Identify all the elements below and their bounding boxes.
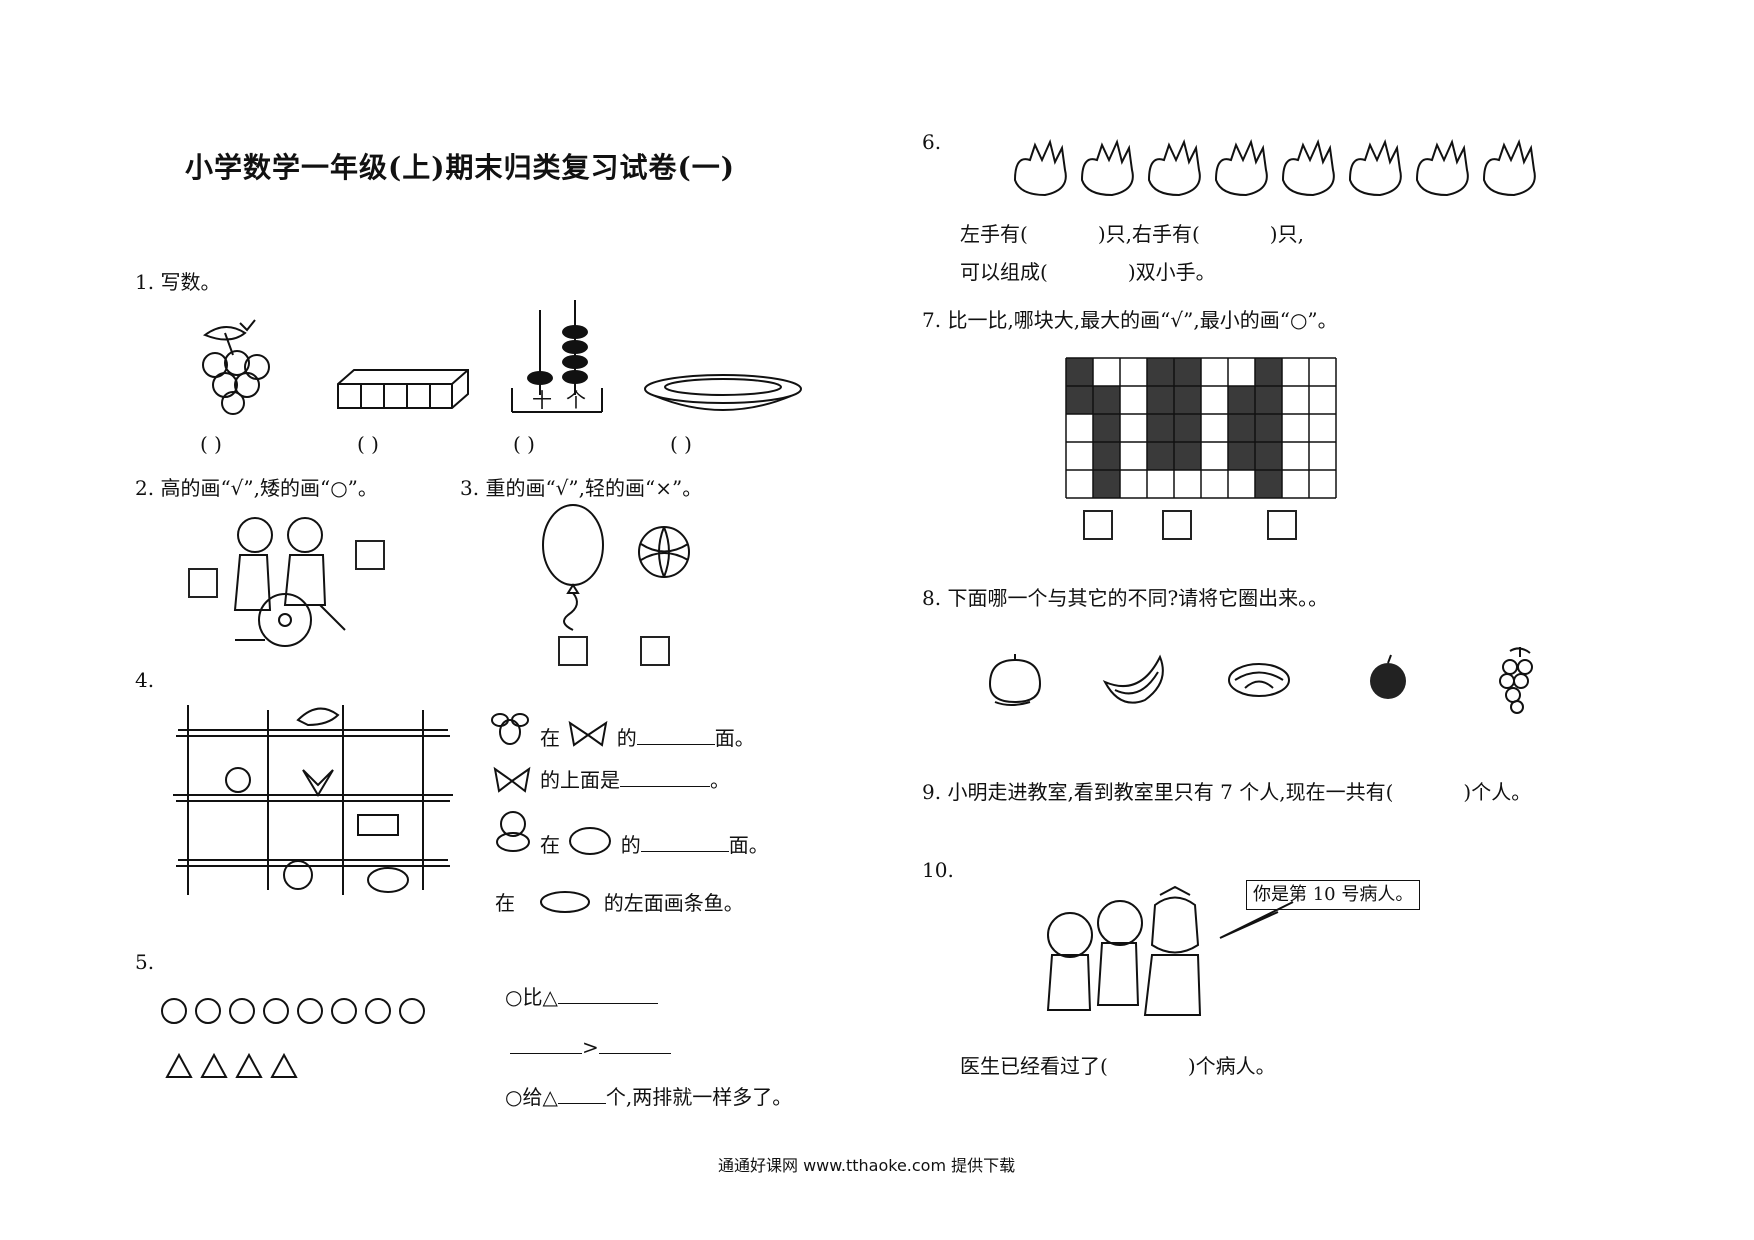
elephant-icon <box>569 827 612 855</box>
plate-illustration <box>644 374 802 411</box>
q10-answer-line: 医生已经看过了()个病人。 <box>960 1054 1276 1078</box>
dog-icon <box>496 811 530 852</box>
banana-icon <box>1102 654 1164 704</box>
q5-blank-3[interactable] <box>598 1035 671 1054</box>
q2-prompt: 2. 高的画“√”,矮的画“○”。 <box>135 476 378 500</box>
apple-icon <box>1370 654 1406 699</box>
q4-line3: 在 的面。 <box>540 820 769 857</box>
q3-box-balloon[interactable] <box>558 636 588 666</box>
q4-blank-2[interactable] <box>620 768 710 787</box>
peach-icon <box>988 654 1042 706</box>
grapes-icon <box>1499 647 1533 714</box>
q4-line4: 在 的左面画条鱼。 <box>495 880 744 915</box>
page-title: 小学数学一年级(上)期末归类复习试卷(一) <box>185 151 735 184</box>
q6-number: 6. <box>922 130 942 154</box>
grapes-illustration <box>202 319 270 415</box>
hands-illustration <box>1013 138 1536 197</box>
q7-prompt: 7. 比一比,哪块大,最大的画“√”,最小的画“○”。 <box>922 308 1338 332</box>
q8-prompt: 8. 下面哪一个与其它的不同?请将它圈出来。。 <box>922 586 1329 610</box>
page-footer: 通通好课网 www.tthaoke.com 提供下载 <box>718 1156 1016 1175</box>
abacus-illustration <box>511 300 603 413</box>
q4-number: 4. <box>135 668 155 692</box>
circles-row <box>161 998 425 1024</box>
q5-blank-4[interactable] <box>557 1085 606 1104</box>
q6-line2: 可以组成()双小手。 <box>960 260 1216 284</box>
cabbage-icon <box>1228 663 1290 697</box>
q2-box-right[interactable] <box>355 540 385 570</box>
q4-line1: 在 的面。 <box>540 717 755 750</box>
q3-prompt: 3. 重的画“√”,轻的画“×”。 <box>460 476 703 500</box>
abacus-tens-label: 十 <box>532 388 552 412</box>
q7-box-3[interactable] <box>1267 510 1297 540</box>
abacus-ones-label: 个 <box>566 388 586 412</box>
bee-icon <box>491 713 529 745</box>
q7-box-2[interactable] <box>1162 510 1192 540</box>
q1-answer-1[interactable]: ( ) <box>200 432 222 456</box>
q4-blank-3[interactable] <box>640 833 729 852</box>
q9-prompt: 9. 小明走进教室,看到教室里只有 7 个人,现在一共有()个人。 <box>922 780 1532 804</box>
speech-pointer <box>1219 901 1294 939</box>
trellis-illustration <box>173 705 453 895</box>
children-wheelchair-illustration <box>233 517 346 647</box>
q5-blank-2[interactable] <box>510 1035 582 1054</box>
q3-box-ball[interactable] <box>640 636 670 666</box>
q5-line3: ○给△个,两排就一样多了。 <box>505 1085 793 1109</box>
q7-grid <box>1065 357 1337 499</box>
butterfly-icon <box>568 720 608 747</box>
q2-box-left[interactable] <box>188 568 218 598</box>
butterfly-icon <box>493 766 531 793</box>
q5-number: 5. <box>135 950 155 974</box>
q1-prompt: 1. 写数。 <box>135 270 221 294</box>
q10-number: 10. <box>922 858 954 882</box>
q1-answer-2[interactable]: ( ) <box>357 432 379 456</box>
blocks-illustration <box>337 369 469 409</box>
q7-box-1[interactable] <box>1083 510 1113 540</box>
q10-speech-bubble: 你是第 10 号病人。 <box>1246 880 1421 910</box>
q5-line1: ○比△ <box>505 985 658 1009</box>
q6-line1: 左手有()只,右手有()只, <box>960 222 1304 246</box>
q1-answer-4[interactable]: ( ) <box>670 432 692 456</box>
cat-icon <box>540 891 591 913</box>
ball-illustration <box>638 526 690 578</box>
q1-answer-3[interactable]: ( ) <box>513 432 535 456</box>
balloon-illustration <box>542 504 604 631</box>
q5-line2: > <box>510 1035 671 1059</box>
q4-line2: 的上面是。 <box>540 768 730 792</box>
animals-illustration <box>1046 885 1202 1016</box>
q4-blank-1[interactable] <box>636 726 715 745</box>
q5-blank-1[interactable] <box>557 985 658 1004</box>
triangles-row <box>165 1052 298 1078</box>
